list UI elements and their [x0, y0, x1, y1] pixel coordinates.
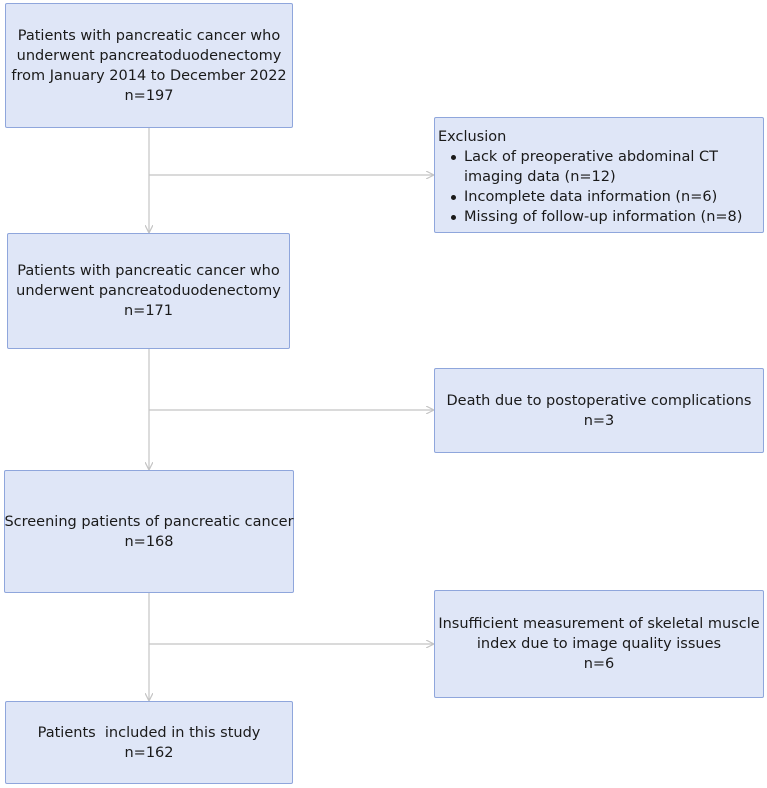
step1-line-2: underwent pancreatoduodenectomy: [16, 47, 282, 64]
step4-line-1: Patients included in this study: [37, 724, 261, 741]
exclusion3-line-1: Insufficient measurement of skeletal mus…: [438, 616, 760, 632]
exclusion1-item: Lack of preoperative abdominal CT imagin…: [438, 147, 763, 187]
exclusion1-list: Lack of preoperative abdominal CT imagin…: [438, 147, 763, 227]
step1-count: n=197: [124, 87, 174, 104]
step4-count: n=162: [124, 744, 174, 761]
exclusion1-item-1-line-2: imaging data (n=12): [464, 169, 616, 185]
step2-box: Patients with pancreatic cancer who unde…: [7, 233, 290, 349]
step1-line-3: from January 2014 to December 2022: [11, 67, 287, 84]
step4-box: Patients included in this study n=162: [5, 701, 293, 784]
step2-line-2: underwent pancreatoduodenectomy: [16, 283, 281, 299]
exclusion1-item-3: Missing of follow-up information (n=8): [464, 209, 743, 225]
exclusion2-box: Death due to postoperative complications…: [434, 368, 764, 453]
step1-line-1: Patients with pancreatic cancer who: [17, 27, 281, 44]
exclusion1-title: Exclusion: [438, 129, 507, 145]
step1-box: Patients with pancreatic cancer who unde…: [5, 3, 293, 128]
step3-count: n=168: [124, 533, 174, 550]
step3-box: Screening patients of pancreatic cancer …: [4, 470, 294, 593]
step2-line-1: Patients with pancreatic cancer who: [17, 263, 280, 279]
exclusion2-count: n=3: [583, 412, 615, 429]
exclusion1-item-2: Incomplete data information (n=6): [464, 189, 718, 205]
exclusion1-box: Exclusion Lack of preoperative abdominal…: [434, 117, 764, 233]
step3-line-1: Screening patients of pancreatic cancer: [4, 513, 294, 530]
exclusion3-count: n=6: [583, 656, 615, 672]
exclusion1-item: Incomplete data information (n=6): [438, 187, 763, 207]
step2-count: n=171: [123, 303, 173, 319]
exclusion2-line-1: Death due to postoperative complications: [446, 392, 752, 409]
exclusion3-line-2: index due to image quality issues: [476, 636, 722, 652]
exclusion3-box: Insufficient measurement of skeletal mus…: [434, 590, 764, 698]
exclusion1-item-1-line-1: Lack of preoperative abdominal CT: [464, 149, 718, 165]
exclusion1-item: Missing of follow-up information (n=8): [438, 207, 763, 227]
